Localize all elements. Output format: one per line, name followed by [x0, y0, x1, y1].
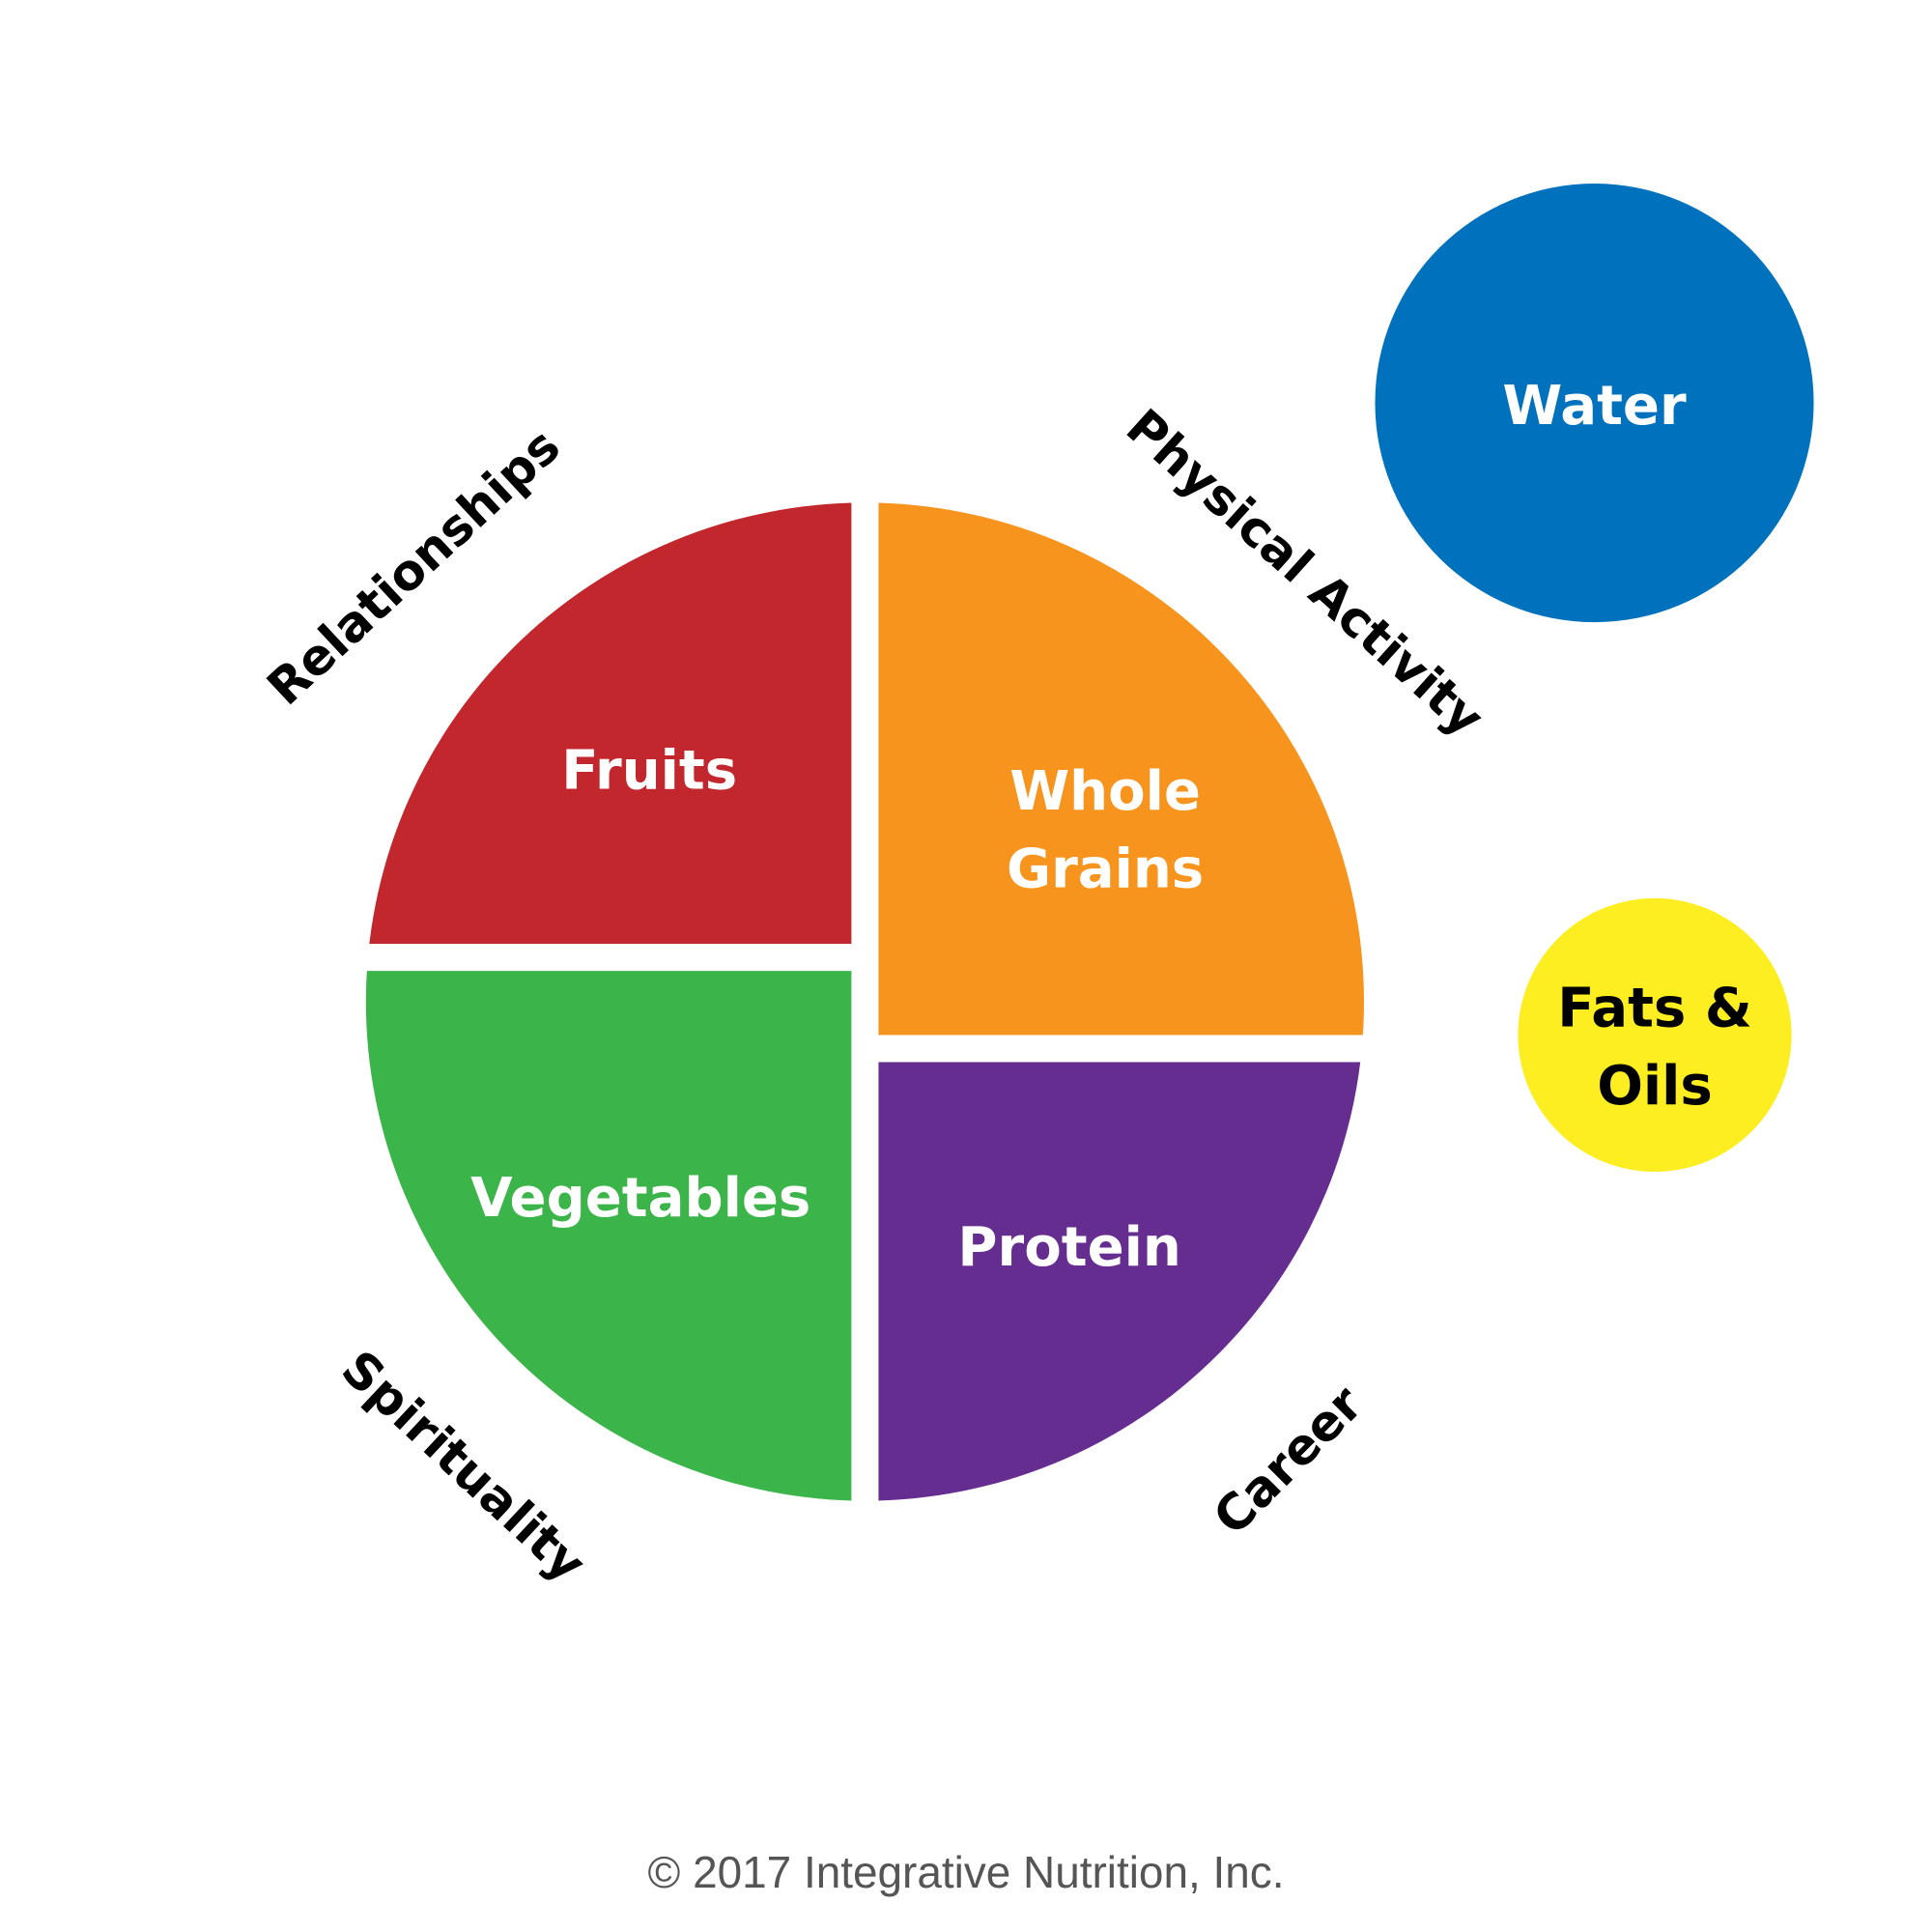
fats-oils-circle — [1518, 897, 1792, 1173]
copyright-footer: © 2017 Integrative Nutrition, Inc. — [647, 1847, 1284, 1897]
protein-label: Protein — [957, 1216, 1180, 1279]
whole-grains-label-line1: Whole — [1009, 760, 1201, 823]
fats-oils-label-line2: Oils — [1597, 1055, 1713, 1118]
plate — [365, 502, 1364, 1501]
career-label: Career — [1203, 1375, 1375, 1547]
vegetables-label: Vegetables — [470, 1167, 810, 1230]
water-label: Water — [1502, 375, 1687, 438]
water-circle — [1375, 184, 1814, 623]
fruits-label: Fruits — [561, 739, 737, 802]
fats-oils-label-line1: Fats & — [1557, 978, 1752, 1040]
whole-grains-label-line2: Grains — [1007, 838, 1204, 900]
